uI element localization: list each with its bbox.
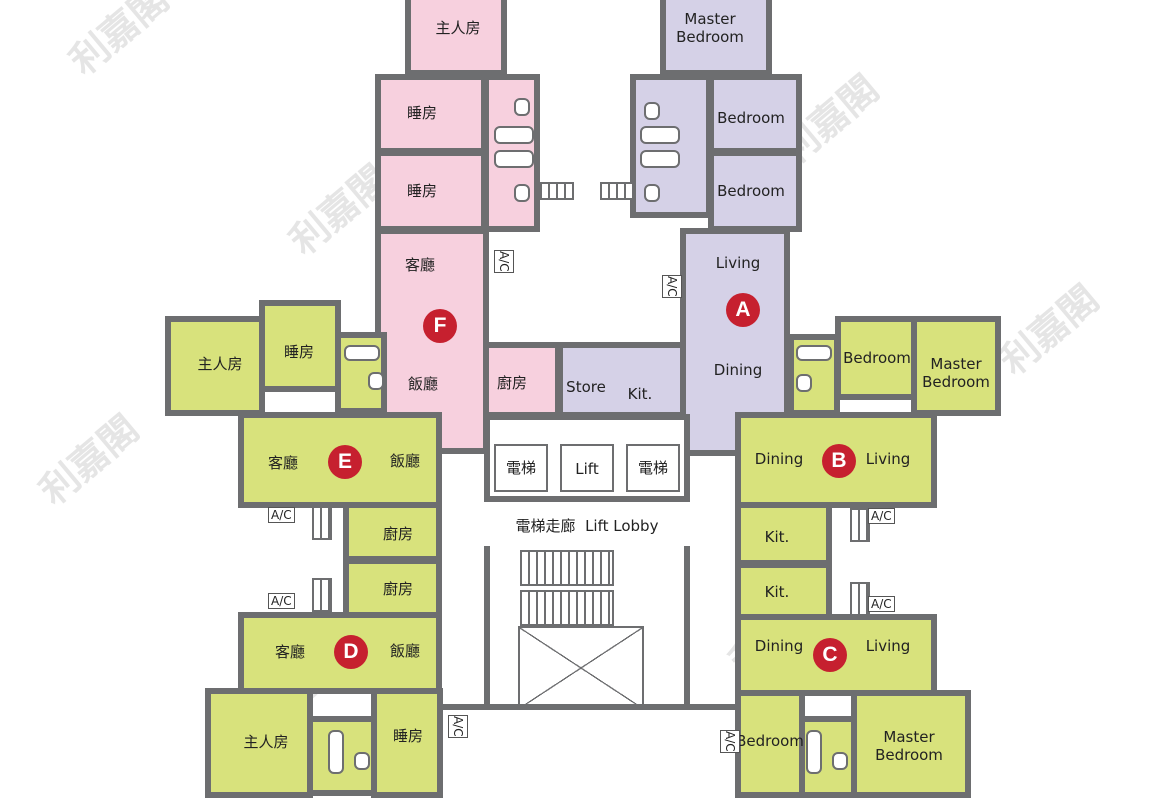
unit-a-kitchen-label: Kit. bbox=[627, 385, 653, 403]
unit-e-bedroom bbox=[259, 300, 341, 392]
toilet-icon bbox=[796, 374, 812, 392]
unit-a-dining-label: Dining bbox=[713, 361, 763, 379]
unit-a-marker: A bbox=[726, 293, 760, 327]
unit-b-bedroom-label: Bedroom bbox=[843, 349, 911, 367]
unit-f-master-label: 主人房 bbox=[435, 19, 481, 37]
watermark: 利嘉閣 bbox=[991, 276, 1108, 384]
unit-e-ac-label: A/C bbox=[268, 507, 295, 523]
unit-e-dining-label: 飯廳 bbox=[389, 452, 421, 470]
toilet-icon bbox=[832, 752, 848, 770]
unit-d-ac-label-2: A/C bbox=[448, 715, 468, 738]
ac-vent bbox=[850, 508, 870, 542]
stair-wall bbox=[684, 546, 690, 706]
unit-a-bedroom-2-label: Bedroom bbox=[717, 182, 785, 200]
bathtub-icon bbox=[640, 126, 680, 144]
unit-f-marker: F bbox=[423, 309, 457, 343]
unit-b-living-label: Living bbox=[865, 450, 911, 468]
unit-e-marker: E bbox=[328, 445, 362, 479]
staircase bbox=[520, 550, 614, 586]
unit-f-bathroom bbox=[483, 74, 540, 232]
unit-c-kitchen-label: Kit. bbox=[764, 583, 790, 601]
unit-f-master-bedroom bbox=[405, 0, 507, 76]
ac-vent bbox=[312, 578, 332, 612]
bathtub-icon bbox=[494, 150, 534, 168]
corridor-wall bbox=[440, 704, 736, 710]
unit-f-bedroom-1-label: 睡房 bbox=[406, 104, 438, 122]
unit-f-bedroom-2-label: 睡房 bbox=[406, 182, 438, 200]
toilet-icon bbox=[644, 102, 660, 120]
unit-f-dining-label: 飯廳 bbox=[407, 375, 439, 393]
unit-b-ac-label: A/C bbox=[868, 508, 895, 524]
unit-e-kitchen-label: 廚房 bbox=[382, 525, 414, 543]
bathtub-icon bbox=[796, 345, 832, 361]
unit-f-bedroom-1 bbox=[375, 74, 487, 154]
unit-c-master-label: Master Bedroom bbox=[875, 728, 943, 764]
unit-d-bedroom-label: 睡房 bbox=[392, 727, 424, 745]
lift-1-label: 電梯 bbox=[505, 459, 537, 477]
toilet-icon bbox=[514, 98, 530, 116]
toilet-icon bbox=[354, 752, 370, 770]
watermark: 利嘉閣 bbox=[61, 0, 178, 84]
unit-b-marker: B bbox=[822, 444, 856, 478]
unit-d-ac-label-1: A/C bbox=[268, 593, 295, 609]
staircase bbox=[520, 590, 614, 626]
bathtub-icon bbox=[640, 150, 680, 168]
unit-b-master-label: Master Bedroom bbox=[922, 355, 990, 391]
lift-2-label: Lift bbox=[575, 460, 599, 478]
unit-a-master-label: Master Bedroom bbox=[676, 10, 744, 46]
lift-lobby-label: 電梯走廊 Lift Lobby bbox=[515, 517, 659, 535]
lift-2[interactable] bbox=[560, 444, 614, 492]
ac-vent bbox=[600, 182, 634, 200]
toilet-icon bbox=[644, 184, 660, 202]
lift-1[interactable] bbox=[494, 444, 548, 492]
unit-d-master-label: 主人房 bbox=[243, 733, 289, 751]
unit-f-ac-label: A/C bbox=[494, 250, 514, 273]
watermark: 利嘉閣 bbox=[31, 406, 148, 514]
unit-a-bedroom-1-label: Bedroom bbox=[717, 109, 785, 127]
unit-e-living-label: 客廳 bbox=[267, 454, 299, 472]
toilet-icon bbox=[368, 372, 384, 390]
unit-b-dining-label: Dining bbox=[754, 450, 804, 468]
unit-d-marker: D bbox=[334, 635, 368, 669]
stair-wall bbox=[484, 546, 490, 706]
unit-e-master-label: 主人房 bbox=[197, 355, 243, 373]
unit-d-kitchen-label: 廚房 bbox=[382, 580, 414, 598]
bathtub-icon bbox=[344, 345, 380, 361]
unit-c-living-label: Living bbox=[865, 637, 911, 655]
unit-d-living-label: 客廳 bbox=[274, 643, 306, 661]
lift-3-label: 電梯 bbox=[637, 459, 669, 477]
bathtub-icon bbox=[806, 730, 822, 774]
unit-c-marker: C bbox=[813, 638, 847, 672]
unit-a-living-label: Living bbox=[715, 254, 761, 272]
unit-f-kitchen-label: 廚房 bbox=[496, 374, 528, 392]
unit-f-living-label: 客廳 bbox=[404, 256, 436, 274]
unit-b-kitchen-label: Kit. bbox=[764, 528, 790, 546]
unit-a-store-kitchen bbox=[557, 342, 686, 418]
ac-vent bbox=[850, 582, 870, 616]
unit-c-ac-label-2: A/C bbox=[720, 730, 740, 753]
lift-3[interactable] bbox=[626, 444, 680, 492]
toilet-icon bbox=[514, 184, 530, 202]
unit-b-master-bedroom bbox=[911, 316, 1001, 416]
unit-c-dining-label: Dining bbox=[754, 637, 804, 655]
bathtub-icon bbox=[328, 730, 344, 774]
unit-d-dining-label: 飯廳 bbox=[389, 642, 421, 660]
ac-vent bbox=[540, 182, 574, 200]
stair-shaft bbox=[518, 626, 644, 710]
bathtub-icon bbox=[494, 126, 534, 144]
unit-c-bedroom-label: Bedroom bbox=[736, 732, 804, 750]
unit-a-ac-label: A/C bbox=[662, 275, 682, 298]
unit-a-master-bedroom bbox=[660, 0, 772, 76]
unit-a-bathroom bbox=[630, 74, 712, 218]
unit-e-bedroom-label: 睡房 bbox=[283, 343, 315, 361]
unit-c-ac-label-1: A/C bbox=[868, 596, 895, 612]
ac-vent bbox=[312, 506, 332, 540]
unit-a-store-label: Store bbox=[566, 378, 606, 396]
